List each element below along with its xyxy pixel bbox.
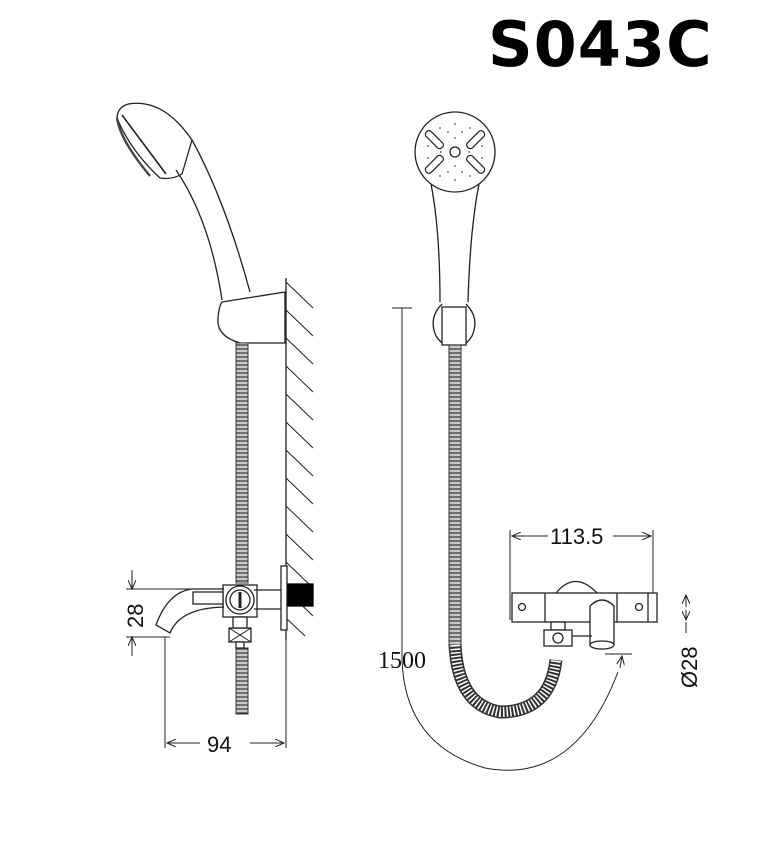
dimension-hose-length [392,307,632,771]
spray-holes [427,123,483,181]
dimension-projection-width [164,637,287,748]
dimension-spout-height [126,570,195,656]
wall-holder-front [432,303,476,346]
body-diameter-label: Ø28 [677,646,702,688]
hose-length-label: 1500 [378,648,426,674]
handset-side [115,102,251,301]
handset-front [414,111,496,303]
hose-front-vertical [448,344,462,646]
model-code-title: S043C [488,8,713,81]
dimension-body-width [509,530,654,620]
projection-width-label: 94 [207,732,231,757]
wall-holder-side [217,291,286,344]
front-view [392,111,686,771]
spout-height-label: 28 [123,604,148,628]
side-view [115,102,314,748]
hose-lower-side [235,647,249,715]
body-width-label: 113.5 [550,524,603,549]
mixer-body-side [155,565,314,649]
hose-side [235,342,249,584]
mixer-body-front [511,580,658,650]
